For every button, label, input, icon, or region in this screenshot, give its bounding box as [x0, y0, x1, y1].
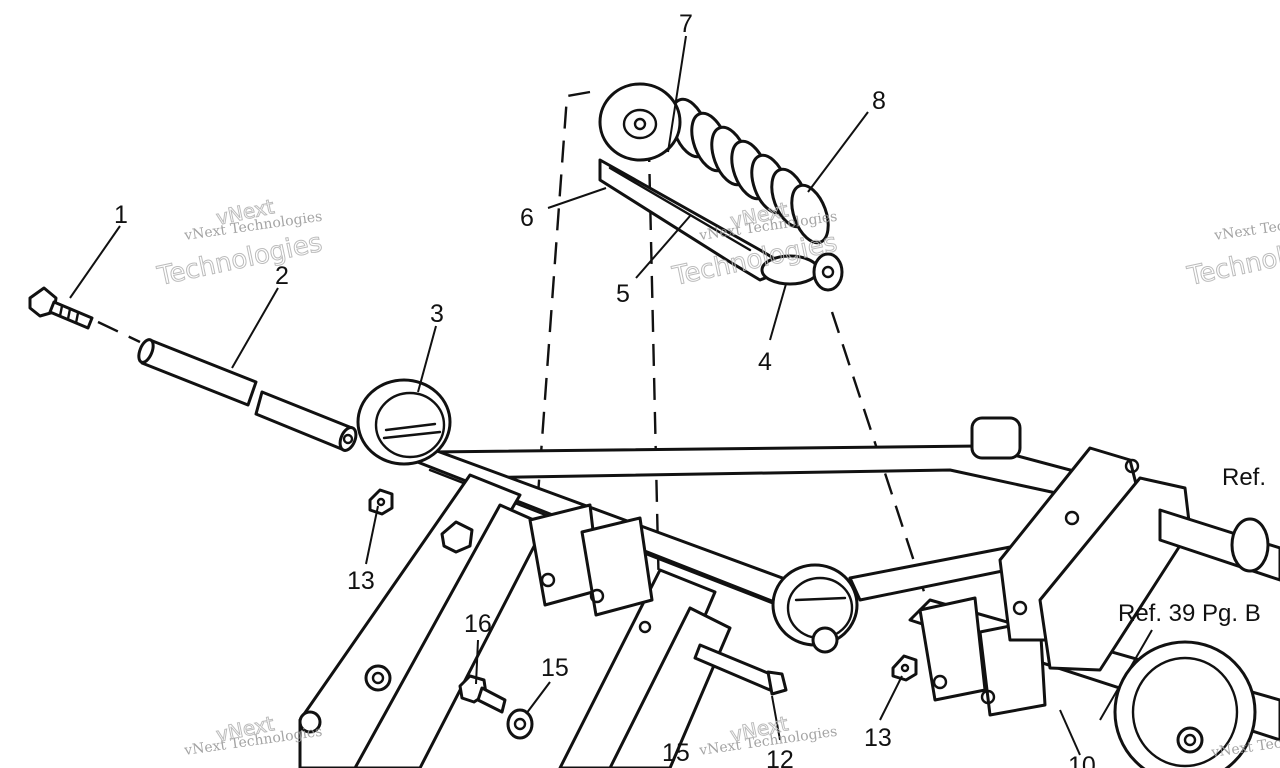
- callout-1: 1: [114, 201, 128, 229]
- right-frame-brackets: [998, 446, 1280, 672]
- callout-5: 5: [616, 280, 630, 308]
- bolt: [28, 286, 94, 330]
- middle-roller: [771, 563, 859, 654]
- watermark-large-1: Technologies: [154, 228, 325, 292]
- reference-label-bottom: Ref. 39 Pg. B: [1118, 600, 1261, 627]
- callout-16: 16: [464, 610, 492, 638]
- pivot-brackets: [528, 503, 654, 634]
- callout-13-left: 13: [347, 567, 375, 595]
- shock-absorber-assembly: [598, 82, 844, 292]
- callout-4: 4: [758, 348, 772, 376]
- short-bolt-and-washer: [458, 674, 534, 740]
- watermark-company-3: vNext Technologies: [1212, 209, 1280, 244]
- callout-13-right: 13: [864, 724, 892, 752]
- lock-nuts: [368, 488, 918, 682]
- idler-wheel: [1113, 640, 1257, 768]
- callout-12: 12: [766, 746, 794, 768]
- callout-3: 3: [430, 300, 444, 328]
- callout-labels: 1 2 3 4 5 6 7 8 10 12 13 13 15 15 16 Ref…: [114, 10, 1266, 768]
- callout-2: 2: [275, 262, 289, 290]
- callout-6: 6: [520, 204, 534, 232]
- callout-leaders: [69, 35, 1153, 756]
- long-bolt: [693, 643, 788, 696]
- reference-label-top: Ref.: [1222, 464, 1266, 491]
- front-roller: [356, 378, 452, 466]
- coil-spring: [670, 97, 830, 245]
- callout-8: 8: [872, 87, 886, 115]
- bushing-tube: [137, 338, 358, 452]
- callout-15-upper: 15: [541, 654, 569, 682]
- callout-7: 7: [679, 10, 693, 38]
- callout-10: 10: [1068, 752, 1096, 768]
- callout-15-lower: 15: [662, 739, 690, 767]
